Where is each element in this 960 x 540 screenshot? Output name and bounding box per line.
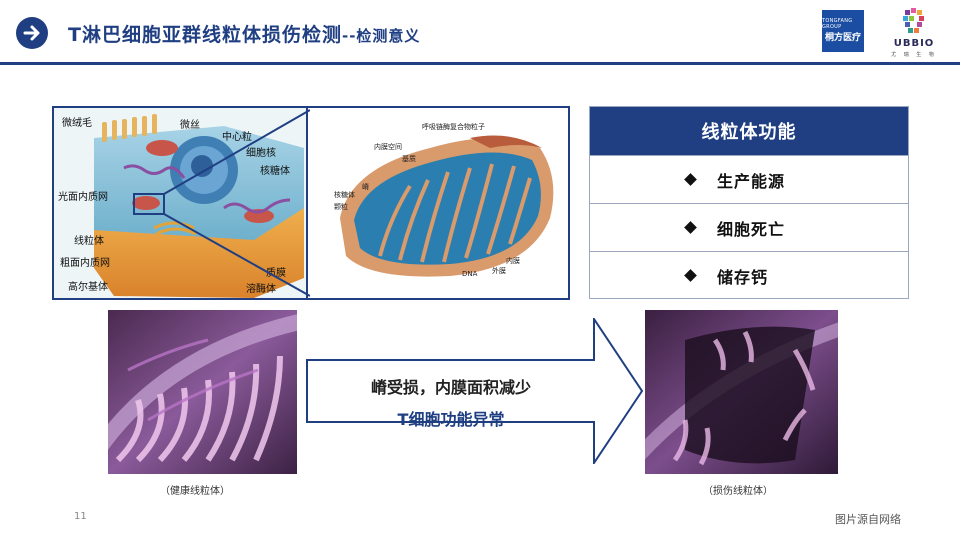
tongfang-logo: TONGFANG GROUP 桐方医疗: [822, 10, 864, 52]
function-item-label: 储存钙: [717, 267, 769, 287]
tongfang-logo-top: TONGFANG GROUP: [822, 18, 853, 30]
mito-label-crista: 嵴: [362, 183, 369, 191]
mito-label-respiratory-complex: 呼吸链酶复合物粒子: [422, 123, 485, 131]
mito-label-granule: 颗粒: [334, 203, 348, 211]
cell-label-ribosome: 核糖体: [260, 166, 290, 177]
diamond-bullet-icon: [684, 269, 697, 282]
ubbio-logo-small: 尤 瑞 生 物: [891, 52, 937, 58]
cell-label-microfilament: 微丝: [180, 120, 200, 131]
mito-label-dna: DNA: [462, 270, 478, 278]
diamond-bullet-icon: [684, 173, 697, 186]
ubbio-logo-name: UBBIO: [893, 38, 935, 49]
diamond-bullet-icon: [684, 221, 697, 234]
arrow-text-damage: 嵴受损，内膜面积减少: [370, 378, 531, 397]
page-number: 11: [74, 511, 87, 522]
page-title: T淋巴细胞亚群线粒体损伤检测--检测意义: [68, 20, 420, 47]
mitochondrion-drawing: [310, 108, 568, 298]
tongfang-logo-name: 桐方医疗: [824, 33, 861, 43]
cell-label-centriole: 中心粒: [222, 132, 252, 143]
function-item-label: 生产能源: [717, 171, 786, 191]
mito-label-intermembrane-space: 内膜空间: [374, 143, 402, 151]
animal-cell-drawing: [54, 108, 306, 298]
cell-label-rough-er: 粗面内质网: [60, 258, 110, 269]
ubbio-logo: UBBIO 尤 瑞 生 物: [883, 6, 945, 60]
mito-label-inner-membrane: 内膜: [506, 257, 520, 265]
arrow-right-icon: [16, 17, 48, 49]
mitochondria-function-panel: 线粒体功能 生产能源 细胞死亡 储存钙: [589, 106, 909, 299]
arrow-text-t-cell: T细胞功能异常: [397, 410, 505, 429]
healthy-caption: （健康线粒体）: [160, 486, 230, 497]
image-source-note: 图片源自网络: [835, 513, 901, 526]
mito-label-outer-membrane: 外膜: [492, 267, 506, 275]
cell-label-smooth-er: 光面内质网: [58, 192, 108, 203]
cell-label-mitochondrion: 线粒体: [74, 236, 104, 247]
zoom-lines: [163, 109, 311, 297]
damaged-caption: （损伤线粒体）: [703, 486, 773, 497]
function-item: 细胞死亡: [590, 203, 908, 251]
cell-label-nucleus: 细胞核: [246, 148, 276, 159]
cell-label-lysosome: 溶酶体: [246, 284, 276, 295]
ubbio-mark-icon: [903, 8, 924, 33]
cell-label-golgi: 高尔基体: [68, 282, 108, 293]
function-item-label: 细胞死亡: [717, 219, 786, 239]
mito-label-ribosome: 核糖体: [334, 191, 355, 199]
function-item: 生产能源: [590, 155, 908, 203]
page-title-sub: --检测意义: [341, 27, 421, 45]
page-title-main: T淋巴细胞亚群线粒体损伤检测: [68, 24, 342, 46]
healthy-mitochondria-image: [108, 310, 297, 474]
big-right-arrow-icon: [306, 318, 644, 464]
function-panel-heading: 线粒体功能: [590, 107, 908, 155]
slide-header: T淋巴细胞亚群线粒体损伤检测--检测意义 TONGFANG GROUP 桐方医疗…: [0, 0, 960, 66]
cell-label-plasma-membrane: 质膜: [266, 268, 286, 279]
header-divider: [0, 62, 960, 65]
cell-label-microvilli: 微绒毛: [62, 118, 92, 129]
mito-label-matrix: 基质: [402, 155, 416, 163]
function-item: 储存钙: [590, 251, 908, 299]
damaged-mitochondria-image: [645, 310, 838, 474]
cell-diagram-figure: 微绒毛 微丝 中心粒 细胞核 核糖体 光面内质网 线粒体 粗面内质网 高尔基体 …: [52, 106, 570, 300]
animal-cell-illustration: 微绒毛 微丝 中心粒 细胞核 核糖体 光面内质网 线粒体 粗面内质网 高尔基体 …: [54, 108, 308, 298]
mitochondrion-illustration: 呼吸链酶复合物粒子 内膜空间 基质 嵴 核糖体 颗粒 DNA 内膜 外膜: [310, 108, 568, 298]
